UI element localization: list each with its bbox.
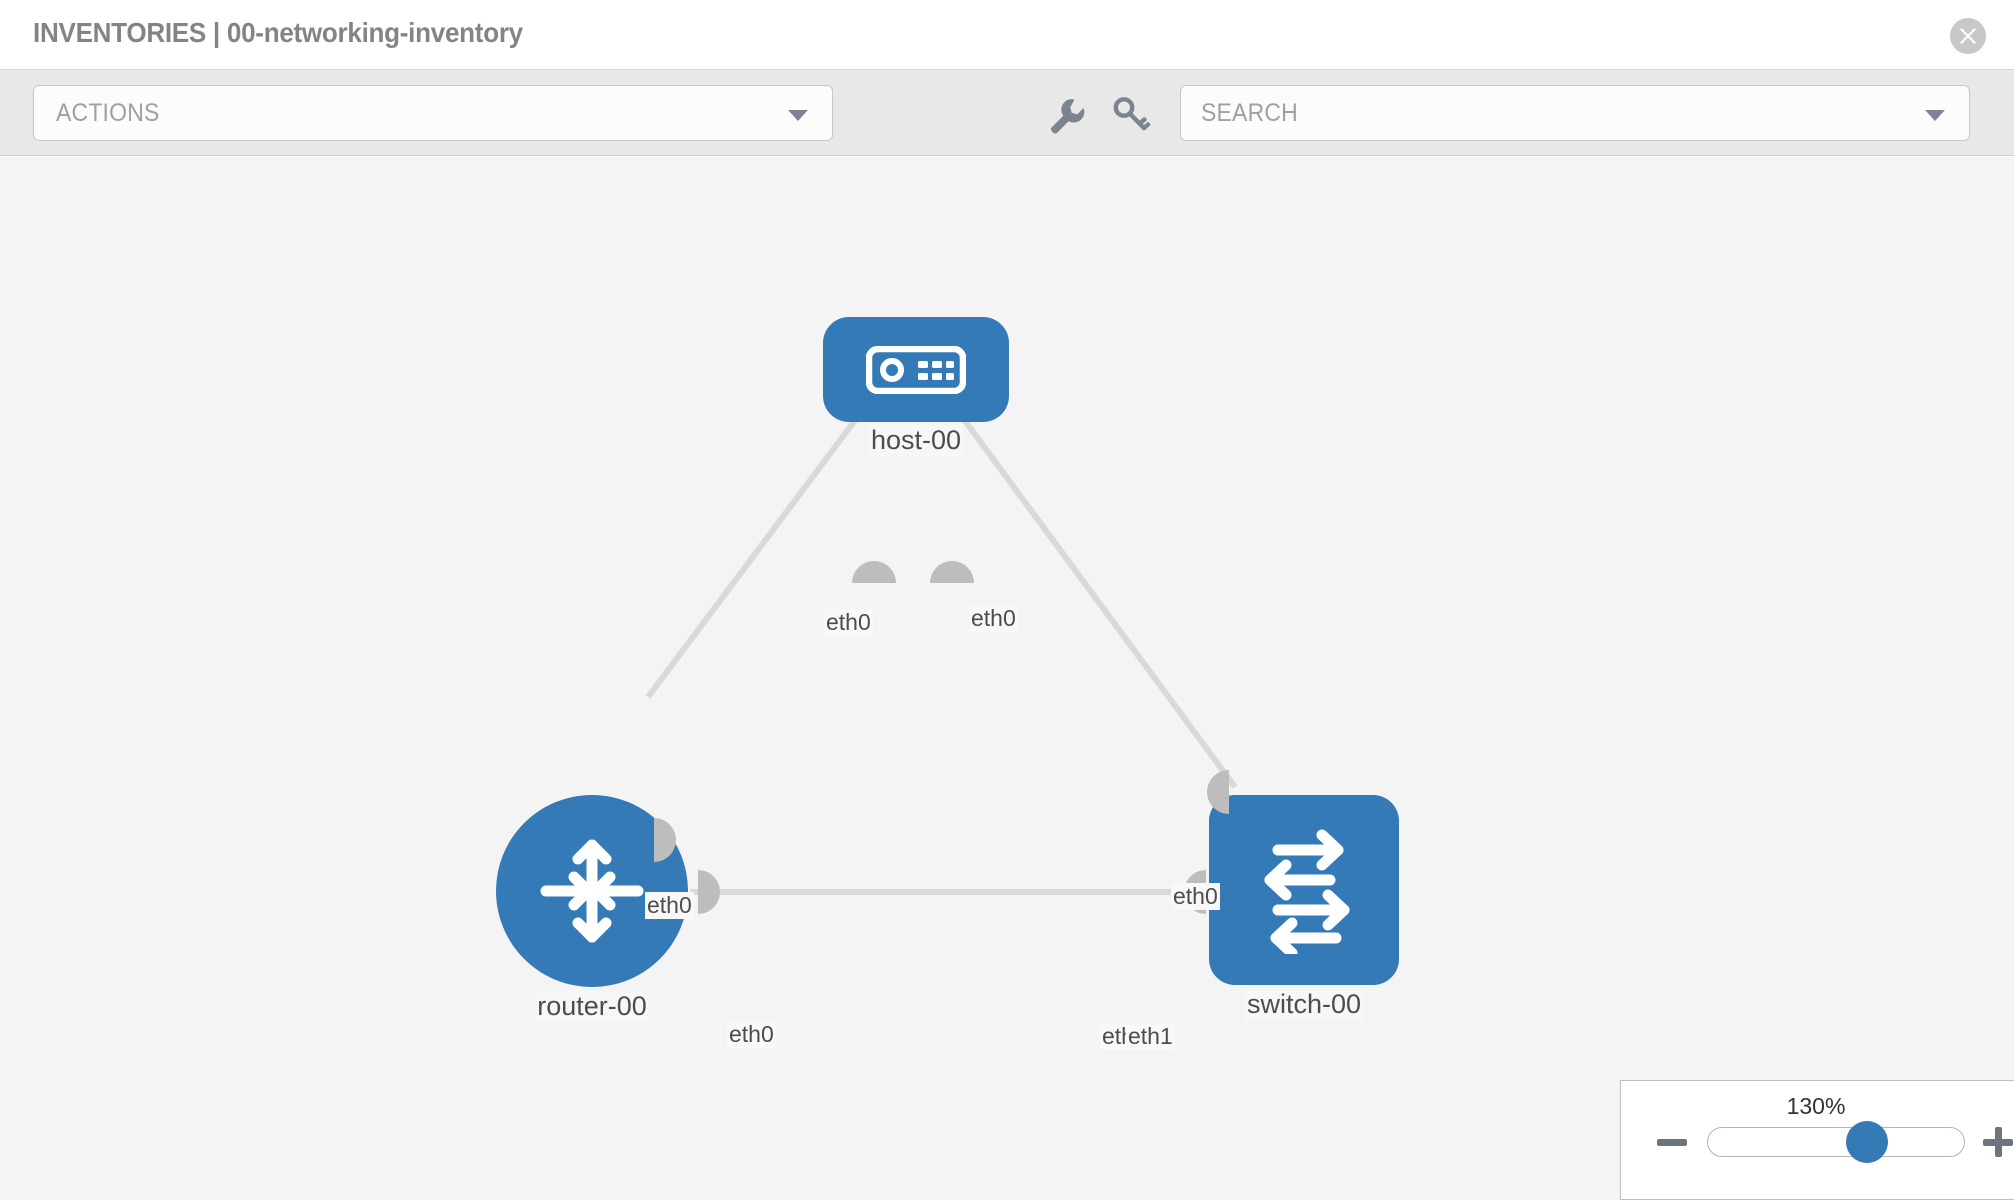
iface-host-00-eth0-left[interactable] [852,561,896,583]
edge-label-router-eth0-right: eth0 [727,1021,776,1048]
title-bar: INVENTORIES | 00-networking-inventory [0,0,2014,70]
wrench-icon[interactable] [1043,92,1087,136]
switch-icon [1209,795,1399,985]
iface-switch-00-eth0-up[interactable] [1207,770,1229,814]
zoom-slider-thumb[interactable] [1846,1121,1888,1163]
page-title: INVENTORIES | 00-networking-inventory [33,17,523,48]
edge-label-router-eth0-diagonal: eth0 [645,892,694,919]
topology-links [645,385,1238,895]
search-placeholder: SEARCH [1201,99,1298,127]
node-switch-00-shape [1209,795,1399,985]
topology-canvas[interactable]: host-00 eth0 eth0 [0,157,2014,1200]
link-host00-router00 [645,385,883,699]
iface-router-00-eth0-up[interactable] [654,818,676,862]
node-switch-00-label: switch-00 [1244,989,1364,1020]
server-icon [823,317,1009,422]
edge-label-switch-left-b: eth1 [1126,1023,1175,1050]
chevron-down-icon[interactable] [1925,110,1945,121]
iface-router-00-eth0-right[interactable] [698,870,720,914]
search-input[interactable]: SEARCH [1180,85,1970,141]
node-switch-00[interactable]: switch-00 [1209,795,1399,1020]
minus-icon[interactable] [1657,1127,1687,1157]
node-host-00[interactable]: host-00 [823,317,1009,456]
zoom-percent-label: 130% [1786,1093,1846,1119]
router-icon [496,795,688,987]
zoom-slider[interactable] [1707,1121,1965,1163]
chevron-down-icon [788,110,808,121]
key-icon[interactable] [1108,92,1152,136]
zoom-panel: 130% [1620,1080,2014,1200]
node-router-00-label: router-00 [535,991,649,1022]
actions-dropdown-label: ACTIONS [56,99,160,127]
toolbar: ACTIONS SEARCH [0,70,2014,156]
edge-label-host-left: eth0 [824,609,873,636]
edge-label-switch-up: eth0 [1171,883,1220,910]
close-icon[interactable] [1950,18,1986,54]
actions-dropdown[interactable]: ACTIONS [33,85,833,141]
plus-icon[interactable] [1983,1127,2013,1157]
iface-host-00-eth0-right[interactable] [930,561,974,583]
node-host-00-shape [823,317,1009,422]
edge-label-host-right: eth0 [969,605,1018,632]
node-host-00-label: host-00 [868,425,964,456]
link-host00-switch00 [937,385,1238,789]
